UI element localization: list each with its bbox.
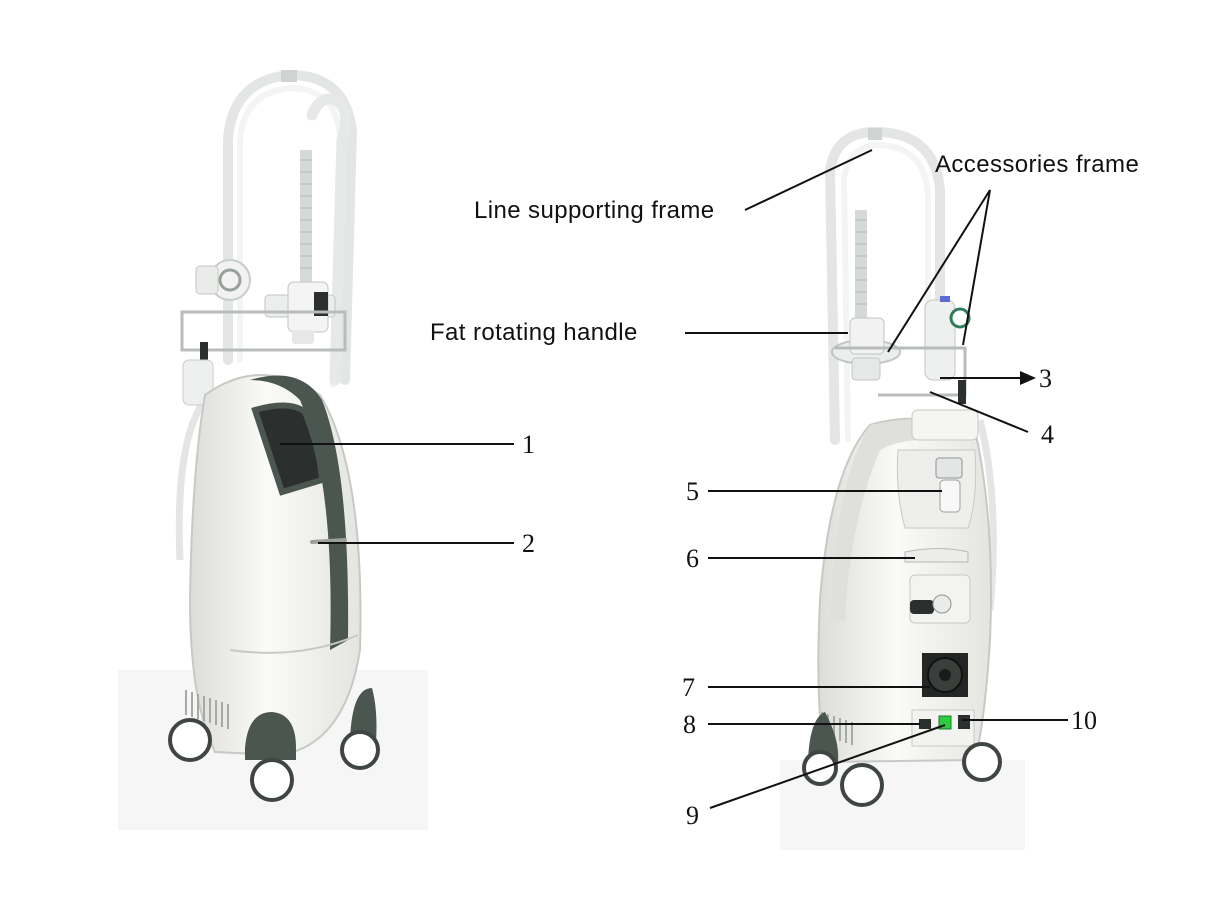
front-view-machine (118, 69, 428, 830)
arrow-3 (1020, 371, 1036, 385)
label-6: 6 (686, 544, 699, 573)
label-5: 5 (686, 477, 699, 506)
label-4: 4 (1041, 420, 1054, 449)
front-wheels (168, 688, 380, 802)
rear-vertical-handpiece (924, 296, 971, 381)
leader-4 (929, 391, 1029, 433)
label-2: 2 (522, 529, 535, 558)
front-vents (185, 690, 229, 729)
front-touch-screen (251, 402, 326, 496)
front-hoses (175, 69, 358, 561)
rear-handle (904, 548, 969, 563)
label-accessories-frame: Accessories frame (935, 151, 1139, 178)
labels: 1 2 Line supporting frame Accessories fr… (430, 151, 1139, 830)
front-handle-slot (310, 538, 347, 544)
leader-line-supporting-frame (744, 149, 873, 211)
label-10: 10 (1071, 706, 1097, 735)
front-accessories-frame (180, 310, 347, 352)
rear-port-10 (958, 715, 970, 729)
label-8: 8 (683, 710, 696, 739)
label-3: 3 (1039, 364, 1052, 393)
label-fat-rotating-handle: Fat rotating handle (430, 319, 638, 346)
front-handpieces (195, 259, 336, 344)
label-1: 1 (522, 430, 535, 459)
leader-lines (280, 149, 1068, 809)
rear-wheels (802, 712, 1002, 807)
leader-9 (709, 724, 946, 809)
rear-port-8 (919, 719, 931, 729)
rear-view-machine (780, 126, 1025, 850)
leader-accessories-frame-b (962, 189, 991, 346)
label-9: 9 (686, 801, 699, 830)
label-7: 7 (682, 673, 695, 702)
rear-fat-rotating-handle (831, 317, 901, 381)
leader-accessories-frame-a (887, 189, 991, 353)
label-line-supporting-frame: Line supporting frame (474, 197, 715, 224)
rear-accessories-frame (835, 346, 967, 397)
